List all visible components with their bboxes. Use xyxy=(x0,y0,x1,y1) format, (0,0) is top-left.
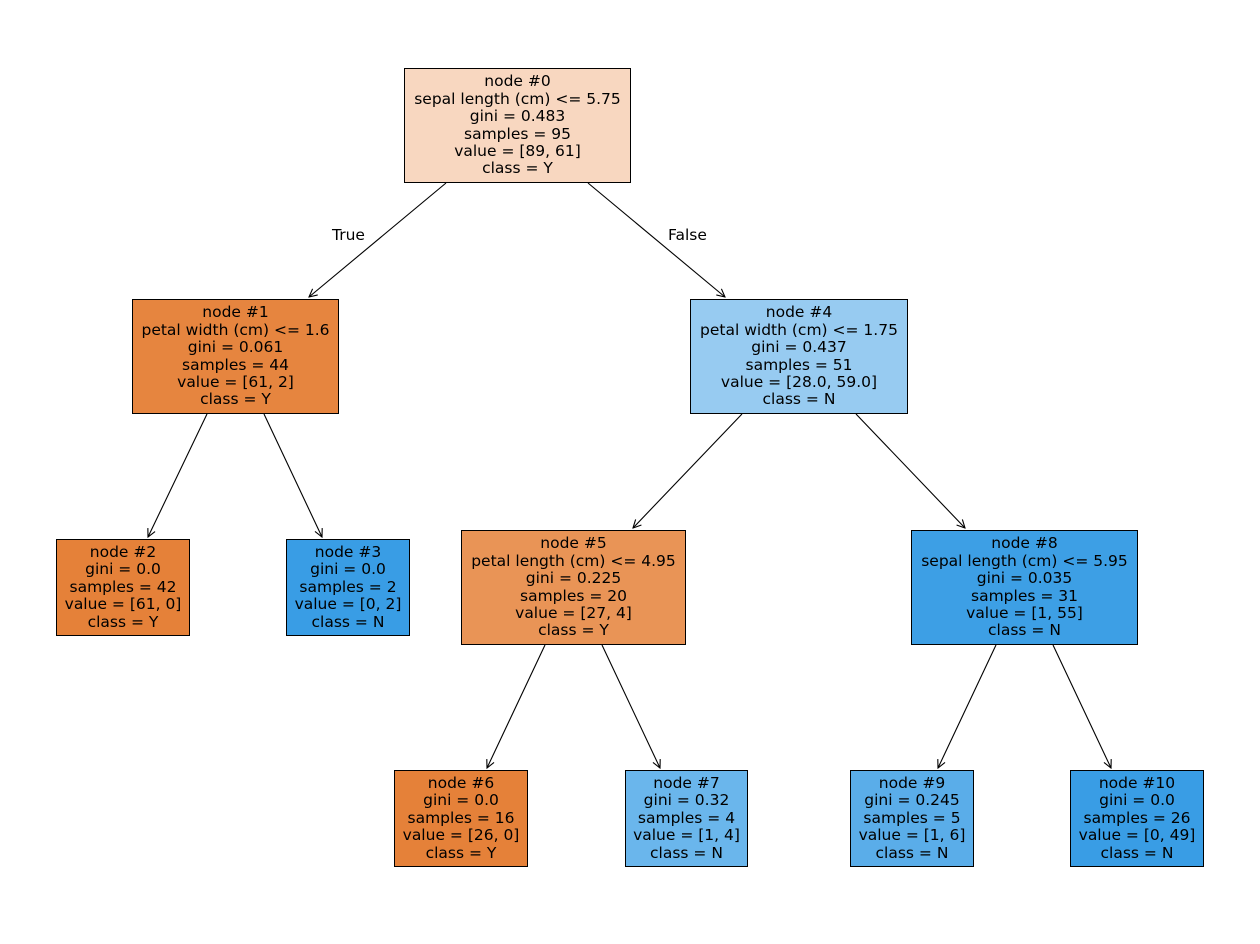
node-text-line: value = [1, 4] xyxy=(633,826,740,845)
node-text-line: samples = 95 xyxy=(464,124,571,143)
node-text-line: class = Y xyxy=(200,390,271,409)
node-text-line: value = [61, 0] xyxy=(64,595,182,614)
edge-4-to-5 xyxy=(633,413,743,528)
node-text-line: node #0 xyxy=(484,72,551,91)
node-text-line: gini = 0.0 xyxy=(423,791,499,810)
node-text-line: class = N xyxy=(1100,843,1174,862)
node-text-line: node #3 xyxy=(314,542,382,561)
edge-5-to-6 xyxy=(487,644,546,768)
node-text-line: class = N xyxy=(650,843,723,862)
node-text-line: class = N xyxy=(762,390,836,409)
node-text-line: node #7 xyxy=(653,773,720,792)
edge-8-to-9 xyxy=(938,644,997,768)
edge-4-to-8 xyxy=(855,413,965,528)
node-text-line: value = [0, 2] xyxy=(294,595,402,614)
node-text-line: value = [61, 2] xyxy=(177,372,294,391)
node-text-line: value = [26, 0] xyxy=(402,826,520,845)
node-text-line: class = Y xyxy=(538,621,609,640)
node-text-line: petal width (cm) <= 1.75 xyxy=(700,320,898,339)
node-text-line: class = Y xyxy=(425,843,497,862)
node-text-line: node #1 xyxy=(202,303,269,322)
node-text-line: node #6 xyxy=(427,773,495,792)
node-text-line: node #4 xyxy=(765,303,833,322)
node-text-line: class = N xyxy=(988,621,1061,640)
node-text-line: sepal length (cm) <= 5.95 xyxy=(921,551,1128,570)
node-text-line: value = [28.0, 59.0] xyxy=(720,372,878,391)
node-text-line: gini = 0.061 xyxy=(187,338,284,357)
node-text-line: samples = 31 xyxy=(971,586,1078,605)
edge-0-to-4 xyxy=(587,182,725,297)
node-text-line: class = Y xyxy=(482,159,553,178)
node-text-line: sepal length (cm) <= 5.75 xyxy=(414,89,621,108)
node-text-line: node #8 xyxy=(991,534,1058,553)
node-text-line: samples = 4 xyxy=(637,808,736,827)
node-text-line: gini = 0.32 xyxy=(643,791,730,810)
node-text-line: samples = 44 xyxy=(182,355,289,374)
node-text-line: class = N xyxy=(311,612,385,631)
node-text-line: gini = 0.437 xyxy=(751,338,847,357)
node-text-line: samples = 42 xyxy=(69,577,177,596)
node-text-line: node #2 xyxy=(89,542,157,561)
edge-label-false: False xyxy=(668,226,707,244)
node-text-line: gini = 0.483 xyxy=(469,107,566,126)
node-text-line: gini = 0.0 xyxy=(310,560,386,579)
node-text-line: petal width (cm) <= 1.6 xyxy=(141,320,330,339)
node-text-line: value = [89, 61] xyxy=(454,141,581,160)
node-text-line: gini = 0.245 xyxy=(864,791,960,810)
node-text-line: value = [27, 4] xyxy=(515,603,632,622)
node-text-line: class = Y xyxy=(87,612,159,631)
node-text-line: node #5 xyxy=(540,534,607,553)
node-text-line: petal length (cm) <= 4.95 xyxy=(471,551,676,570)
edge-8-to-10 xyxy=(1052,644,1111,768)
node-text-line: gini = 0.0 xyxy=(1099,791,1175,810)
node-text-line: node #10 xyxy=(1098,773,1176,792)
node-text-line: node #9 xyxy=(878,773,946,792)
node-text-line: class = N xyxy=(875,843,949,862)
edge-label-true: True xyxy=(332,226,365,244)
node-text-line: value = [0, 49] xyxy=(1078,826,1196,845)
edge-0-to-1 xyxy=(309,182,447,297)
edge-1-to-2 xyxy=(148,413,208,537)
node-text-line: gini = 0.225 xyxy=(525,569,622,588)
node-text-line: value = [1, 6] xyxy=(858,826,966,845)
node-text-line: value = [1, 55] xyxy=(966,603,1083,622)
node-text-line: samples = 20 xyxy=(520,586,627,605)
edge-1-to-3 xyxy=(263,413,322,537)
node-text-line: samples = 26 xyxy=(1083,808,1191,827)
node-text-line: samples = 51 xyxy=(745,355,853,374)
node-text-line: gini = 0.035 xyxy=(976,569,1073,588)
node-text-line: gini = 0.0 xyxy=(85,560,161,579)
edge-5-to-7 xyxy=(601,644,660,768)
node-text-line: samples = 16 xyxy=(407,808,515,827)
node-text-line: samples = 2 xyxy=(299,577,397,596)
node-text-line: samples = 5 xyxy=(863,808,961,827)
